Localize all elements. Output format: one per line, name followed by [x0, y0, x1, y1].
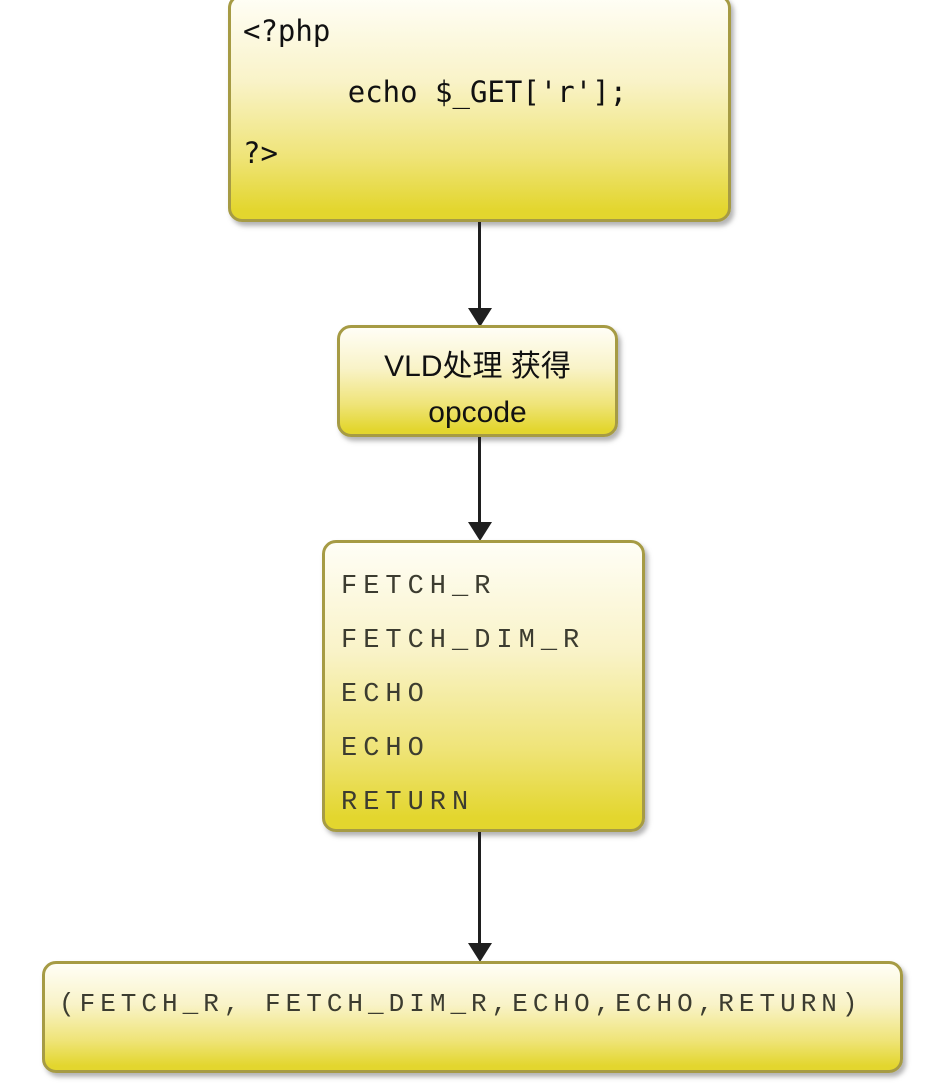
- opcode-list-box: FETCH_R FETCH_DIM_R ECHO ECHO RETURN: [322, 540, 645, 832]
- opcode-sequence-box: (FETCH_R, FETCH_DIM_R,ECHO,ECHO,RETURN): [42, 961, 903, 1073]
- vld-process-box: VLD处理 获得 opcode: [337, 325, 618, 437]
- opcode-line: RETURN: [341, 788, 475, 818]
- arrow-down-icon: [468, 522, 492, 541]
- opcode-list: FETCH_R FETCH_DIM_R ECHO ECHO RETURN: [325, 543, 642, 830]
- code-line: echo $_GET['r'];: [243, 75, 628, 109]
- vld-label: VLD处理 获得 opcode: [340, 328, 615, 436]
- opcode-line: FETCH_R: [341, 572, 497, 602]
- opcode-line: FETCH_DIM_R: [341, 626, 586, 656]
- arrow-line: [478, 222, 481, 308]
- code-line: ?>: [243, 136, 278, 170]
- arrow-down-icon: [468, 308, 492, 327]
- php-code-block: <?php echo $_GET['r']; ?>: [231, 0, 728, 184]
- opcode-sequence-text: (FETCH_R, FETCH_DIM_R,ECHO,ECHO,RETURN): [59, 989, 863, 1019]
- php-source-box: <?php echo $_GET['r']; ?>: [228, 0, 731, 222]
- opcode-line: ECHO: [341, 734, 430, 764]
- vld-label-line: opcode: [428, 396, 527, 429]
- arrow-line: [478, 437, 481, 522]
- arrow-line: [478, 832, 481, 943]
- arrow-down-icon: [468, 943, 492, 962]
- opcode-line: ECHO: [341, 680, 430, 710]
- code-line: <?php: [243, 14, 331, 48]
- vld-label-line: VLD处理 获得: [384, 350, 571, 383]
